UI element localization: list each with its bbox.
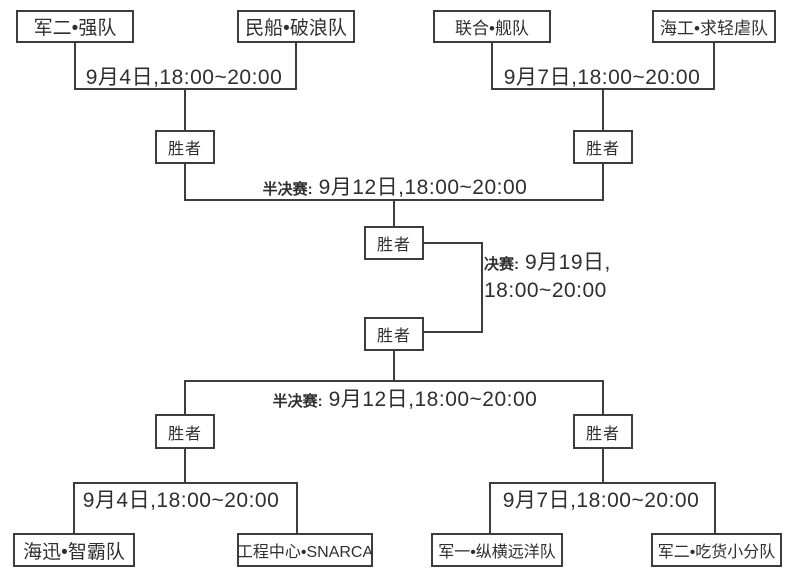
final-prefix: 决赛: [484, 256, 519, 273]
match1-time-label: 9月4日,18:00~20:00 [85, 66, 283, 89]
team-box-match1-team-a: 军二•强队 [16, 10, 134, 43]
semifinal-prefix: 半决赛: [272, 393, 323, 410]
connector-line [393, 199, 395, 228]
team-box-match4-team-a: 军一•纵横远洋队 [431, 533, 563, 567]
connector-line [602, 88, 604, 132]
semifinal-prefix: 半决赛: [262, 181, 313, 198]
team-box-match3-team-b: 工程中心•SNARCA [237, 533, 373, 567]
winner-box-match3: 胜者 [155, 414, 215, 449]
team-box-match3-team-a: 海迅•智霸队 [13, 533, 135, 567]
match3-time-label: 9月4日,18:00~20:00 [82, 489, 280, 512]
connector-line [184, 448, 186, 484]
connector-line [393, 350, 395, 382]
connector-line [422, 242, 483, 244]
final-label: 决赛: 9月19日, 18:00~20:00 [484, 250, 611, 304]
connector-line [422, 331, 483, 333]
match4-time-label: 9月7日,18:00~20:00 [502, 489, 700, 512]
connector-line [602, 448, 604, 484]
connector-line [602, 380, 604, 416]
winner-box-semifinal-top: 胜者 [364, 226, 424, 260]
connector-line [74, 42, 76, 90]
match2-time-label: 9月7日,18:00~20:00 [503, 66, 701, 89]
team-box-match4-team-b: 军二•吃货小分队 [651, 533, 782, 567]
semifinal-bottom-label: 半决赛: 9月12日,18:00~20:00 [195, 383, 615, 413]
final-date: 9月19日, [525, 251, 611, 274]
connector-line [73, 482, 298, 484]
semifinal-top-label: 半决赛: 9月12日,18:00~20:00 [185, 171, 605, 201]
team-box-match2-team-b: 海工•求轻虐队 [652, 10, 776, 43]
team-box-match1-team-b: 民船•破浪队 [237, 10, 355, 43]
final-label-line1: 决赛: 9月19日, [484, 250, 611, 278]
connector-line [184, 162, 186, 201]
final-time: 18:00~20:00 [484, 279, 607, 302]
semifinal-time: 9月12日,18:00~20:00 [318, 176, 528, 199]
winner-box-match2: 胜者 [573, 130, 633, 164]
connector-line [714, 482, 716, 535]
connector-line [73, 482, 75, 535]
connector-line [489, 482, 716, 484]
connector-line [602, 162, 604, 201]
connector-line [184, 88, 186, 132]
semifinal-time: 9月12日,18:00~20:00 [328, 388, 538, 411]
winner-box-match4: 胜者 [573, 414, 633, 449]
connector-line [184, 380, 186, 416]
connector-line [489, 482, 491, 535]
winner-box-match1: 胜者 [155, 130, 215, 164]
connector-line [481, 242, 483, 333]
connector-line [184, 380, 604, 382]
connector-line [296, 482, 298, 535]
team-box-match2-team-a: 联合•舰队 [433, 10, 551, 43]
connector-line [295, 42, 297, 90]
connector-line [713, 42, 715, 90]
winner-box-semifinal-bottom: 胜者 [364, 317, 424, 351]
connector-line [491, 42, 493, 90]
